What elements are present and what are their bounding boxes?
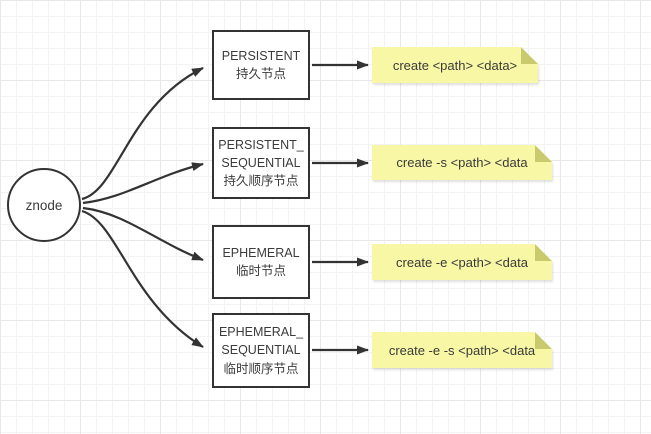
note-persistent-command: create <path> <data> <box>372 47 538 83</box>
note-persistent-sequential-command: create -s <path> <data <box>372 145 552 180</box>
arrow-znode-to-persistent <box>81 67 204 201</box>
node-persistent-label: PERSISTENT 持久节点 <box>221 48 301 81</box>
arrow-znode-to-ephemeral-sequential <box>81 209 204 348</box>
node-persistent-sequential-label: PERSISTENT_ SEQUENTIAL 持久顺序节点 <box>218 137 304 189</box>
note-ephemeral-sequential-command-text: create -e -s <path> <data <box>388 342 536 358</box>
note-ephemeral-sequential-command: create -e -s <path> <data <box>372 332 552 368</box>
folded-corner-icon <box>535 145 552 162</box>
note-body: create -e <path> <data <box>372 244 552 280</box>
arrow-znode-to-persistent-sequential <box>82 162 204 205</box>
node-znode: znode <box>7 168 81 242</box>
node-ephemeral: EPHEMERAL 临时节点 <box>212 225 310 299</box>
note-body: create -e -s <path> <data <box>372 332 552 368</box>
note-ephemeral-command: create -e <path> <data <box>372 244 552 280</box>
node-znode-label: znode <box>25 197 63 213</box>
node-persistent-sequential: PERSISTENT_ SEQUENTIAL 持久顺序节点 <box>212 127 310 199</box>
note-persistent-command-text: create <path> <data> <box>392 57 518 73</box>
note-body: create -s <path> <data <box>372 145 552 180</box>
node-ephemeral-sequential: EPHEMERAL_ SEQUENTIAL 临时顺序节点 <box>212 313 310 388</box>
node-persistent: PERSISTENT 持久节点 <box>212 30 310 100</box>
note-ephemeral-command-text: create -e <path> <data <box>396 254 528 270</box>
node-ephemeral-sequential-label: EPHEMERAL_ SEQUENTIAL 临时顺序节点 <box>218 325 304 376</box>
folded-corner-icon <box>521 47 538 64</box>
arrow-znode-to-ephemeral <box>82 206 204 262</box>
note-persistent-sequential-command-text: create -s <path> <data <box>396 155 528 170</box>
node-ephemeral-label: EPHEMERAL 临时节点 <box>222 245 300 278</box>
folded-corner-icon <box>535 244 552 261</box>
note-body: create <path> <data> <box>372 47 538 83</box>
folded-corner-icon <box>535 332 552 349</box>
